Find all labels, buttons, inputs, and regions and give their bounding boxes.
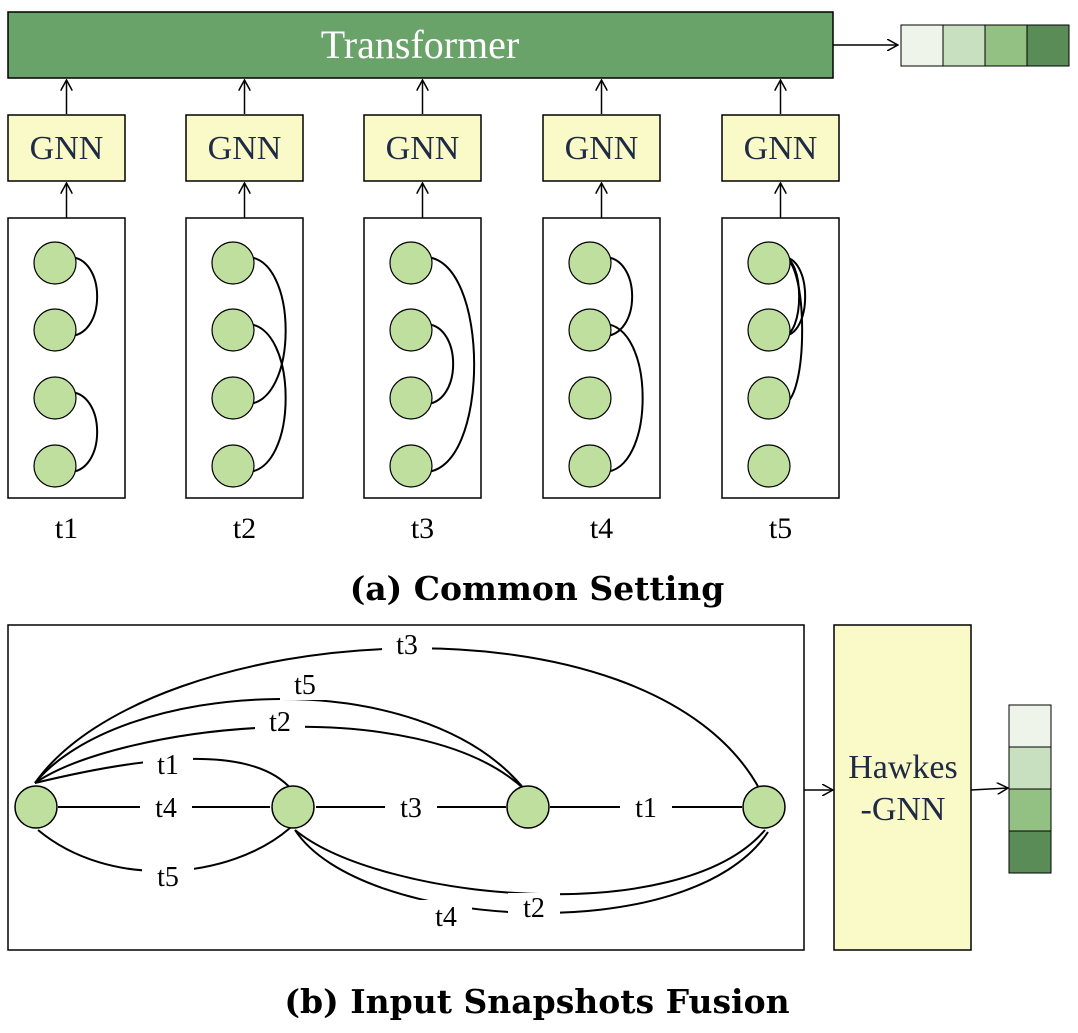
snapshot-node xyxy=(211,308,255,352)
snapshot-frame xyxy=(721,217,840,499)
snapshot-edge xyxy=(602,255,633,338)
snapshot-column-4: GNN t4 xyxy=(542,80,661,545)
gnn-block xyxy=(542,114,661,182)
snapshot-column-2: GNN t2 xyxy=(185,80,304,545)
snapshot-edge xyxy=(423,255,476,474)
snapshot-node xyxy=(747,308,791,352)
edge-label-t1-left: t1 xyxy=(157,750,179,781)
snapshot-node xyxy=(747,241,791,285)
snapshot-time-label: t4 xyxy=(590,512,613,545)
snapshot-node xyxy=(33,376,77,420)
embedding-cell xyxy=(942,24,986,67)
snapshot-edge xyxy=(67,390,98,474)
hawkes-gnn-block xyxy=(833,624,972,951)
transformer-block xyxy=(7,11,834,79)
snapshot-edge xyxy=(245,255,287,406)
edge-label-t2-upper: t2 xyxy=(269,707,291,738)
snapshot-time-label: t1 xyxy=(55,512,78,545)
edge-n1-n3-t5 xyxy=(34,698,526,791)
snapshot-columns: GNN t1 GNN t2 GNN t3 GNN t4 GNN t5 xyxy=(7,80,840,545)
edge-label-t4-lower: t4 xyxy=(435,902,457,933)
embedding-cell xyxy=(1008,788,1052,832)
snapshot-frame xyxy=(363,217,482,499)
embedding-cell xyxy=(1008,746,1052,790)
gnn-block xyxy=(185,114,304,182)
snapshot-node xyxy=(33,308,77,352)
snapshot-node xyxy=(33,444,77,488)
snapshot-column-5: GNN t5 xyxy=(721,80,840,545)
snapshot-node xyxy=(389,444,433,488)
fused-node-4 xyxy=(742,785,786,829)
gnn-label: GNN xyxy=(744,130,818,167)
snapshot-column-3: GNN t3 xyxy=(363,80,482,545)
embedding-cell xyxy=(1026,24,1070,67)
edge-label-t3-middle: t3 xyxy=(400,793,422,824)
snapshot-time-label: t2 xyxy=(233,512,256,545)
panel-b: t3 t5 t2 t1 t4 t5 t3 t1 t2 t4 xyxy=(7,624,1052,1021)
output-embedding-a xyxy=(900,24,1070,67)
snapshot-frame xyxy=(7,217,126,499)
snapshot-node xyxy=(33,241,77,285)
embedding-cell xyxy=(984,24,1028,67)
panel-a: Transformer GNN t1 GNN t2 GNN t3 GNN t4 GNN t5 (a… xyxy=(7,11,1070,608)
snapshot-node xyxy=(211,241,255,285)
edge-label-t2-lower: t2 xyxy=(523,893,545,924)
edge-n2-n4-t2 xyxy=(294,829,766,896)
snapshot-node xyxy=(211,444,255,488)
snapshot-frame xyxy=(185,217,304,499)
fused-edge-labels: t3 t5 t2 t1 t4 t5 t3 t1 t2 t4 xyxy=(140,630,672,933)
gnn-block xyxy=(721,114,840,182)
gnn-label: GNN xyxy=(208,130,282,167)
snapshot-node xyxy=(568,241,612,285)
embedding-cell xyxy=(900,24,944,67)
hawkes-output-arrow xyxy=(970,788,1008,790)
snapshot-node xyxy=(747,444,791,488)
edge-label-t4-left: t4 xyxy=(155,793,177,824)
snapshot-edge xyxy=(423,322,454,406)
snapshot-node xyxy=(568,444,612,488)
hawkes-gnn-label-line2: -GNN xyxy=(861,791,946,828)
caption-b: (b) Input Snapshots Fusion xyxy=(284,982,789,1021)
edge-label-t5-lower: t5 xyxy=(157,862,179,893)
snapshot-node xyxy=(211,376,255,420)
snapshot-node xyxy=(389,308,433,352)
edge-label-t3-top: t3 xyxy=(396,630,418,661)
snapshot-time-label: t5 xyxy=(769,512,792,545)
gnn-label: GNN xyxy=(565,130,639,167)
gnn-block xyxy=(363,114,482,182)
snapshot-node xyxy=(568,376,612,420)
snapshot-time-label: t3 xyxy=(411,512,434,545)
snapshot-edge xyxy=(67,255,98,338)
fused-graph-frame xyxy=(7,624,805,951)
gnn-block xyxy=(7,114,126,182)
snapshot-node xyxy=(747,376,791,420)
output-embedding-b xyxy=(1008,704,1052,874)
snapshot-node xyxy=(389,376,433,420)
fused-node-1 xyxy=(14,785,58,829)
hawkes-gnn-label-line1: Hawkes xyxy=(848,749,958,786)
snapshot-column-1: GNN t1 xyxy=(7,80,126,545)
fused-nodes xyxy=(14,785,786,829)
snapshot-edge xyxy=(245,322,287,474)
caption-a: (a) Common Setting xyxy=(350,569,725,608)
snapshot-node xyxy=(568,308,612,352)
snapshot-node xyxy=(389,241,433,285)
gnn-label: GNN xyxy=(30,130,104,167)
edge-label-t5-upper: t5 xyxy=(294,670,316,701)
embedding-cell xyxy=(1008,704,1052,748)
transformer-label: Transformer xyxy=(321,22,520,67)
snapshot-edge xyxy=(781,255,807,338)
fused-node-2 xyxy=(271,785,315,829)
fused-node-3 xyxy=(506,785,550,829)
embedding-cell xyxy=(1008,830,1052,874)
snapshot-edge xyxy=(602,322,644,474)
snapshot-frame xyxy=(542,217,661,499)
gnn-label: GNN xyxy=(386,130,460,167)
edge-label-t1-right: t1 xyxy=(635,793,657,824)
